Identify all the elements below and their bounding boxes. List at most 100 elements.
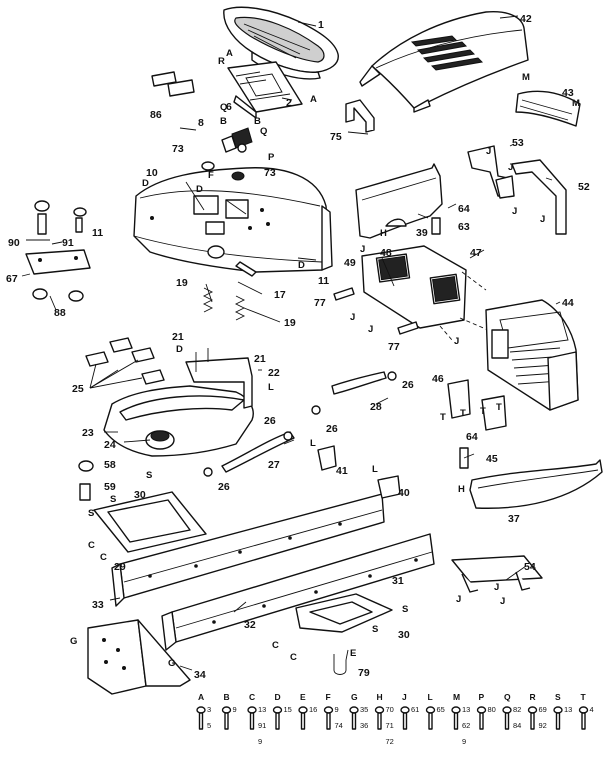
hardware-key-item-t: T4	[578, 692, 594, 730]
ref-S: S	[110, 494, 116, 505]
hood-hinge-bracket-part	[467, 145, 567, 235]
ref-L: L	[310, 438, 316, 449]
grille-part	[515, 90, 581, 127]
ref-J: J	[360, 244, 365, 255]
fastener-shank-icon	[198, 712, 204, 730]
hardware-key-number: 5	[207, 721, 211, 730]
callout-75: 75	[330, 131, 342, 143]
callout-17: 17	[274, 289, 286, 301]
fastener-shank-icon	[377, 712, 382, 730]
callout-43: 43	[562, 87, 574, 99]
callout-79: 79	[358, 667, 370, 679]
hardware-key-letter: E	[300, 692, 306, 702]
ref-T: T	[480, 406, 486, 417]
fastener-icon	[323, 706, 334, 714]
hardware-key-item-s: S13	[553, 692, 572, 730]
pad-part	[378, 255, 458, 302]
callout-46: 46	[432, 373, 444, 385]
ref-T: T	[496, 402, 502, 413]
ref-R: R	[218, 56, 225, 67]
hardware-key-letter: J	[402, 692, 407, 702]
ref-F: F	[208, 170, 214, 181]
hardware-key-number: 62	[462, 721, 470, 730]
fuel-tank-part	[103, 385, 254, 457]
ref-L: L	[372, 464, 378, 475]
ref-J: J	[500, 596, 505, 607]
grille-housing-part	[485, 299, 579, 411]
fastener-shank-icon	[275, 712, 280, 730]
callout-26d: 26	[218, 481, 230, 493]
ref-A: A	[310, 94, 317, 105]
hardware-key-number: 9	[233, 705, 237, 714]
tank-pad-part	[85, 337, 165, 385]
seat-spring-bracket	[221, 127, 253, 153]
ref-J: J	[350, 312, 355, 323]
hardware-key-number: 36	[360, 721, 368, 730]
ref-G: G	[168, 658, 175, 669]
fastener-shank-icon	[326, 712, 331, 730]
callout-31: 31	[392, 575, 404, 587]
hardware-key-letter: A	[198, 692, 204, 702]
fastener-shank-icon	[504, 712, 510, 730]
callout-53: 53	[512, 137, 524, 149]
fastener-icon	[247, 706, 257, 714]
fastener-shank-icon	[453, 712, 459, 730]
ref-S: S	[88, 508, 94, 519]
hardware-key-number: 3	[207, 705, 211, 714]
callout-59: 59	[104, 481, 116, 493]
callout-29: 29	[114, 561, 126, 573]
ref-J: J	[540, 214, 545, 225]
fastener-shank-icon	[581, 712, 586, 730]
hardware-key-item-a: A3 5	[196, 692, 211, 730]
callout-19b: 19	[284, 317, 296, 329]
side-panel-part	[355, 163, 443, 239]
hardware-key-letter: H	[377, 692, 383, 702]
ref-C: C	[100, 552, 107, 563]
callout-8: 8	[198, 117, 204, 129]
callout-44: 44	[562, 297, 574, 309]
callout-63: 63	[458, 221, 470, 233]
ref-J: J	[486, 146, 491, 157]
ref-B: B	[220, 116, 227, 127]
fastener-icon	[298, 706, 308, 714]
callout-33: 33	[92, 599, 104, 611]
fastener-icon	[425, 706, 436, 714]
ref-P: P	[268, 152, 275, 163]
hardware-key-number: 69	[539, 705, 547, 714]
ref-S: S	[146, 470, 152, 481]
hardware-key-number: 13	[462, 705, 470, 714]
hardware-key-number: 71	[386, 721, 394, 730]
hardware-key-number: 91	[258, 721, 266, 730]
fastener-shank-icon	[402, 712, 408, 730]
hardware-key-number: 13	[258, 705, 266, 714]
seat-plate-part	[227, 61, 303, 119]
hardware-key-item-e: E16	[298, 692, 317, 730]
ref-B: B	[254, 116, 261, 127]
ref-L: L	[268, 382, 274, 393]
callout-28: 28	[370, 401, 382, 413]
callout-numbers: 1 2 6 8 10 11 11 17 19 19 21 21 22 23 24…	[6, 13, 590, 681]
callout-30a: 30	[134, 489, 146, 501]
hardware-key-number: 16	[309, 705, 317, 714]
hardware-key-letter: S	[555, 692, 561, 702]
hardware-key-number: 80	[488, 705, 496, 714]
callout-54: 54	[524, 561, 536, 573]
callout-90: 90	[8, 237, 20, 249]
hardware-key-letter: C	[249, 692, 255, 702]
ref-T: T	[440, 412, 446, 423]
ref-H: H	[458, 484, 465, 495]
fastener-icon	[527, 706, 538, 714]
hardware-key-number: 70	[386, 705, 394, 714]
hardware-key-letter: D	[275, 692, 281, 702]
ref-C: C	[88, 540, 95, 551]
ref-C: C	[272, 640, 279, 651]
hardware-key-item-p: P80	[476, 692, 496, 730]
ref-D: D	[176, 344, 183, 355]
ref-H: H	[380, 228, 387, 239]
hood-part	[359, 11, 529, 113]
callout-34: 34	[194, 669, 206, 681]
callout-49: 49	[344, 257, 356, 269]
hardware-key-letter: G	[351, 692, 358, 702]
